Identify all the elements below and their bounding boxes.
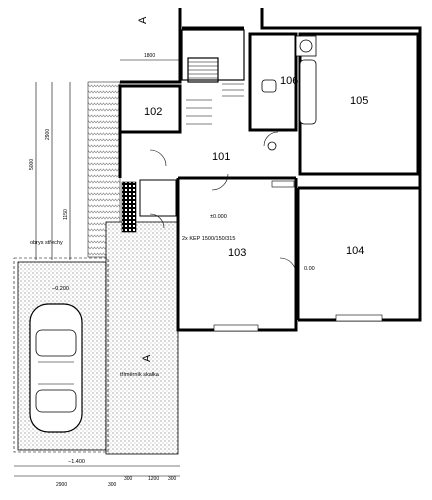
dim-bottom-3: 1200 — [148, 476, 159, 482]
roof-outline-label: obrys střechy — [30, 240, 63, 246]
level-zero-label: ±0.000 — [210, 214, 227, 220]
vent-boxes — [271, 180, 295, 188]
roof-outline — [13, 257, 109, 453]
section-mark-top: A — [137, 16, 149, 24]
spec-103-label: 2x KEP 1500/150/315 — [182, 236, 235, 242]
level-ground-label: −1.400 — [68, 459, 85, 465]
room-103-label: 103 — [228, 247, 246, 259]
drive-paving — [105, 221, 179, 455]
section-mark-bottom: A — [141, 354, 153, 362]
dim-stair-left2: 1150 — [63, 209, 69, 220]
bathroom-fixtures — [261, 35, 317, 151]
room-101-label: 101 — [212, 151, 230, 163]
dim-bottom-2: 300 — [124, 476, 133, 482]
dimension-lines — [14, 59, 180, 477]
floor-drain-icon — [267, 141, 277, 151]
dim-bottom-0: 2900 — [56, 482, 67, 488]
bathtub-icon — [299, 59, 317, 125]
level-door-label: 0.00 — [304, 266, 315, 272]
room-102-label: 102 — [144, 106, 162, 118]
dim-left-total: 5000 — [29, 159, 35, 170]
window-103 — [213, 324, 259, 332]
room-106-label: 106 — [280, 75, 298, 87]
staircase — [186, 61, 244, 125]
car-icon — [29, 303, 83, 433]
level-garage-label: −0.200 — [52, 286, 69, 292]
room-105-label: 105 — [350, 95, 368, 107]
entry-masonry — [121, 181, 137, 233]
dim-bottom-1: 300 — [108, 482, 117, 488]
window-104 — [335, 314, 383, 322]
dim-bottom-4: 300 — [168, 476, 177, 482]
rain-bin-label: tříměrník skalka — [120, 372, 160, 378]
dim-stair-left: 2900 — [45, 129, 51, 140]
dim-top-width: 1800 — [144, 53, 155, 59]
doors — [149, 131, 383, 332]
washbasin-icon — [261, 79, 277, 93]
washing-machine-icon — [295, 35, 317, 57]
room-104-label: 104 — [346, 245, 364, 257]
